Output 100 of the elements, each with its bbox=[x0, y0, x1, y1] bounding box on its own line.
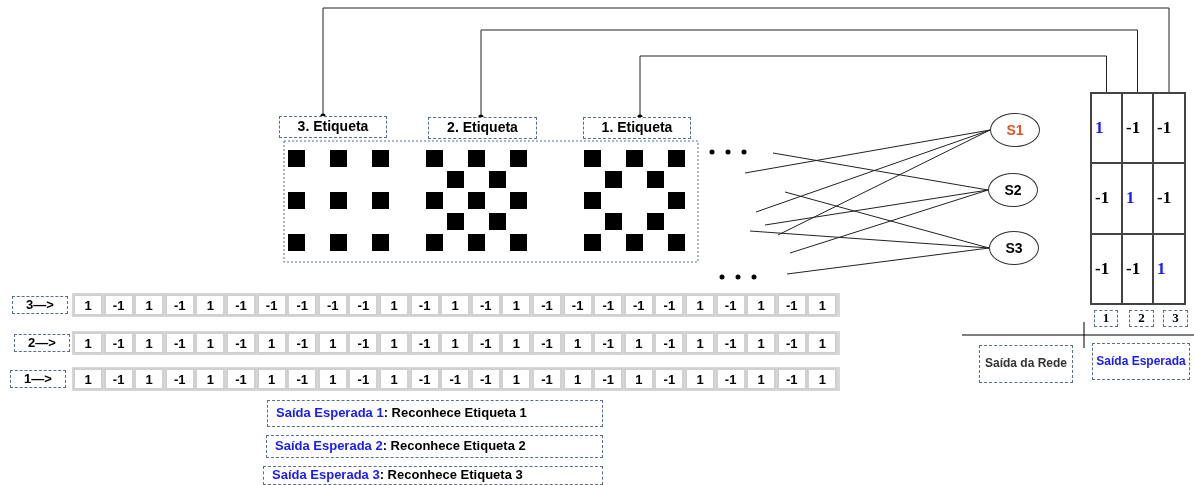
vector-value: -1 bbox=[164, 368, 195, 390]
label-box: 3. Etiqueta bbox=[279, 116, 387, 138]
vector-value: -1 bbox=[654, 332, 685, 354]
matrix-value: 1 bbox=[1156, 257, 1167, 280]
vector-value: -1 bbox=[776, 332, 807, 354]
vector-value: 1 bbox=[73, 294, 103, 316]
vector-value: 1 bbox=[807, 294, 838, 316]
connection-line bbox=[777, 129, 991, 236]
caption-label: Saída Esperada bbox=[1092, 343, 1190, 380]
vector-value: -1 bbox=[348, 294, 379, 316]
vector-value: -1 bbox=[562, 294, 593, 316]
vector-value: -1 bbox=[164, 294, 195, 316]
vector-value: 1 bbox=[195, 332, 226, 354]
vector-value: -1 bbox=[287, 294, 318, 316]
vector-value: -1 bbox=[226, 332, 256, 354]
column-number: 1 bbox=[1094, 310, 1118, 327]
vector-value: 1 bbox=[685, 332, 715, 354]
vector-value: 1 bbox=[440, 294, 471, 316]
vector-value: -1 bbox=[226, 294, 256, 316]
matrix-value: -1 bbox=[1125, 257, 1142, 280]
note-text: Saída Esperada 3: Reconhece Etiqueta 3 bbox=[263, 466, 603, 485]
neuron-circle: S2 bbox=[988, 173, 1038, 207]
vector-value: 1 bbox=[195, 294, 226, 316]
vector-value: 1 bbox=[440, 332, 471, 354]
vector-value: -1 bbox=[776, 368, 807, 390]
vector-value: -1 bbox=[226, 368, 256, 390]
vector-value: -1 bbox=[409, 368, 440, 390]
vector-value: -1 bbox=[103, 368, 134, 390]
column-number: 3 bbox=[1163, 310, 1188, 327]
vector-value: 1 bbox=[379, 332, 409, 354]
vector-value: -1 bbox=[654, 294, 685, 316]
vector-value: -1 bbox=[409, 332, 440, 354]
vector-value: 1 bbox=[256, 368, 287, 390]
column-number: 2 bbox=[1129, 310, 1154, 327]
vector-value: -1 bbox=[593, 294, 624, 316]
row-label: 2—> bbox=[14, 334, 70, 352]
vector-value: 1 bbox=[379, 368, 409, 390]
row-label: 1—> bbox=[10, 370, 66, 388]
vector-value: 1 bbox=[256, 332, 287, 354]
vector-value: 1 bbox=[746, 294, 777, 316]
vector-value: 1 bbox=[685, 368, 715, 390]
vector-value: 1 bbox=[746, 368, 777, 390]
vector-value: -1 bbox=[348, 332, 379, 354]
vector-value: 1 bbox=[746, 332, 777, 354]
vector-value: -1 bbox=[654, 368, 685, 390]
vector-value: 1 bbox=[562, 368, 593, 390]
vector-value: -1 bbox=[470, 332, 501, 354]
vector-value: -1 bbox=[776, 294, 807, 316]
matrix-column bbox=[1090, 92, 1123, 305]
matrix-column bbox=[1121, 92, 1154, 305]
row-label: 3—> bbox=[12, 296, 68, 314]
vector-value: -1 bbox=[532, 368, 562, 390]
vector-value: 1 bbox=[134, 294, 165, 316]
vector-value: 1 bbox=[195, 368, 226, 390]
note-text: Saída Esperada 2: Reconhece Etiqueta 2 bbox=[266, 435, 603, 458]
vector-value: 1 bbox=[623, 332, 654, 354]
vector-value: -1 bbox=[593, 332, 624, 354]
vector-value: -1 bbox=[532, 294, 562, 316]
vector-value: 1 bbox=[134, 368, 165, 390]
vector-value: 1 bbox=[562, 332, 593, 354]
vector-value: -1 bbox=[593, 368, 624, 390]
matrix-value: -1 bbox=[1154, 164, 1184, 235]
vector-value: -1 bbox=[715, 368, 746, 390]
vector-value: -1 bbox=[470, 294, 501, 316]
neuron-circle: S1 bbox=[990, 113, 1040, 147]
label-box: 2. Etiqueta bbox=[428, 117, 537, 139]
vector-value: -1 bbox=[715, 332, 746, 354]
vector-value: 1 bbox=[501, 332, 532, 354]
vector-value: -1 bbox=[440, 368, 471, 390]
vector-value: -1 bbox=[532, 332, 562, 354]
connection-line bbox=[786, 247, 990, 275]
connection-line bbox=[772, 152, 989, 191]
vector-value: 1 bbox=[73, 368, 103, 390]
matrix-value: -1 bbox=[1154, 94, 1184, 165]
vector-value: 1 bbox=[501, 294, 532, 316]
connection-line bbox=[749, 230, 990, 249]
vector-value: -1 bbox=[470, 368, 501, 390]
caption-label: Saída da Rede bbox=[979, 345, 1073, 383]
vector-value: -1 bbox=[103, 294, 134, 316]
vector-value: 1 bbox=[501, 368, 532, 390]
vector-value: -1 bbox=[103, 332, 134, 354]
vector-value: 1 bbox=[685, 294, 715, 316]
vector-value: 1 bbox=[73, 332, 103, 354]
vector-value: -1 bbox=[409, 294, 440, 316]
vector-value: -1 bbox=[623, 294, 654, 316]
vector-value: 1 bbox=[807, 332, 838, 354]
note-text: Saída Esperada 1: Reconhece Etiqueta 1 bbox=[267, 400, 603, 427]
neuron-circle: S3 bbox=[989, 231, 1039, 265]
vector-value: 1 bbox=[807, 368, 838, 390]
vector-value: -1 bbox=[715, 294, 746, 316]
vector-value: -1 bbox=[287, 368, 318, 390]
vector-value: -1 bbox=[164, 332, 195, 354]
vector-value: 1 bbox=[379, 294, 409, 316]
vector-value: -1 bbox=[287, 332, 318, 354]
connection-line bbox=[755, 129, 991, 213]
vector-value: 1 bbox=[317, 368, 348, 390]
matrix-column bbox=[1152, 92, 1186, 305]
vector-value: -1 bbox=[256, 294, 287, 316]
vector-value: -1 bbox=[348, 368, 379, 390]
vector-value: 1 bbox=[317, 332, 348, 354]
